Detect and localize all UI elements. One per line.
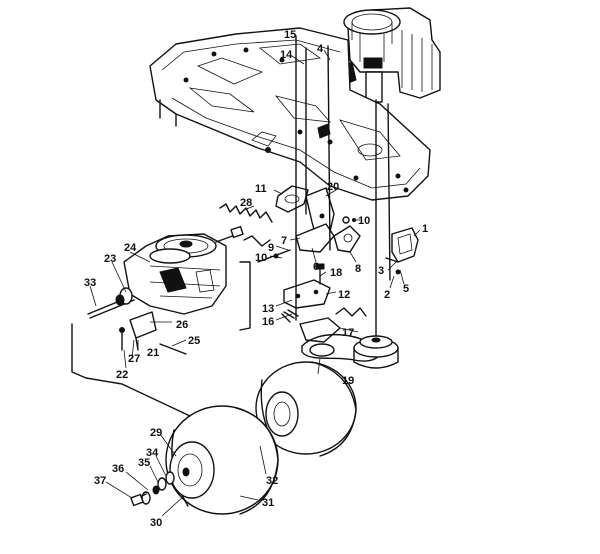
callout-22: 22 — [116, 369, 128, 381]
callout-21: 21 — [147, 347, 159, 359]
callout-36: 36 — [112, 463, 124, 475]
callout-31: 31 — [262, 497, 274, 509]
hub-hardware — [130, 471, 175, 507]
rear-wheel-left — [165, 405, 279, 515]
callout-13: 13 — [262, 303, 274, 315]
linkage-parts — [219, 35, 419, 343]
callout-3: 3 — [378, 265, 384, 277]
callout-9: 9 — [268, 242, 274, 254]
callout-2: 2 — [384, 289, 390, 301]
callout-20: 20 — [327, 181, 339, 193]
rear-wheel-right — [255, 361, 357, 457]
callout-35: 35 — [138, 457, 150, 469]
callout-28: 28 — [240, 197, 252, 209]
callout-4: 4 — [317, 43, 324, 55]
callout-7: 7 — [281, 235, 287, 247]
callout-8: 8 — [355, 263, 361, 275]
callout-11: 11 — [255, 183, 267, 195]
callout-27: 27 — [128, 353, 140, 365]
callout-23: 23 — [104, 253, 116, 265]
callout-24: 24 — [124, 242, 137, 254]
callout-labels: 1 2 3 4 5 6 7 8 9 10 10 11 12 13 14 15 1… — [84, 29, 428, 529]
callout-18: 18 — [330, 267, 342, 279]
callout-6: 6 — [313, 261, 319, 273]
callout-1: 1 — [422, 223, 428, 235]
callout-14: 14 — [280, 49, 293, 61]
callout-26: 26 — [176, 319, 188, 331]
callout-17: 17 — [342, 327, 354, 339]
leader-lines — [89, 40, 421, 517]
callout-30: 30 — [150, 517, 162, 529]
chassis-frame — [149, 27, 431, 201]
callout-37: 37 — [94, 475, 106, 487]
transaxle — [87, 225, 244, 355]
callout-15: 15 — [284, 29, 296, 41]
callout-32: 32 — [266, 475, 278, 487]
callout-16: 16 — [262, 316, 274, 328]
drive-belt — [301, 334, 399, 369]
callout-5: 5 — [403, 283, 409, 295]
callout-29: 29 — [150, 427, 162, 439]
callout-33: 33 — [84, 277, 96, 289]
callout-12: 12 — [338, 289, 350, 301]
callout-10-left: 10 — [255, 252, 267, 264]
callout-34: 34 — [146, 447, 159, 459]
callout-19: 19 — [342, 375, 354, 387]
assembly-guide-line — [71, 323, 191, 417]
callout-25: 25 — [188, 335, 200, 347]
callout-10-right: 10 — [358, 215, 370, 227]
